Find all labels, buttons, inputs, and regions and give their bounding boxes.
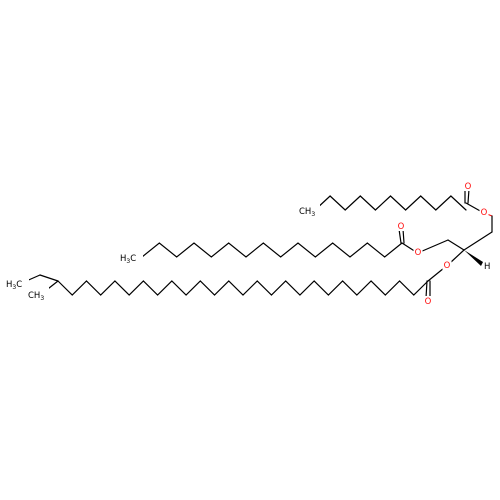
middle-carbonyl-bond-1 bbox=[398, 228, 402, 244]
top-carbonyl-oxygen: O bbox=[465, 182, 472, 192]
stereo-hydrogen-label: H bbox=[484, 262, 490, 272]
middle-o-ch2-bond bbox=[419, 239, 449, 253]
stereo-wedge-bond bbox=[464, 250, 483, 266]
bond-layer bbox=[23, 188, 493, 299]
ch3-middle-label: H3C bbox=[120, 254, 136, 265]
bottom-carbonyl-oxygen: O bbox=[425, 297, 432, 307]
top-acyl-chain bbox=[314, 195, 467, 211]
middle-carbonyl-bond-2 bbox=[402, 228, 405, 244]
middle-carbonyl-oxygen: O bbox=[398, 222, 405, 232]
ch3-methyl-label: CH3 bbox=[28, 291, 44, 302]
top-carbonyl-bond-2 bbox=[467, 188, 470, 204]
glycerol-ch-ch2-bond bbox=[463, 231, 493, 251]
ch3-ethyl-label: H3C bbox=[6, 280, 22, 291]
ch3-top-label: CH3 bbox=[299, 207, 315, 218]
top-ester-c-o-bond bbox=[465, 202, 483, 213]
bottom-carbonyl-bond-1 bbox=[425, 280, 428, 299]
middle-ester-oxygen: O bbox=[415, 248, 422, 258]
top-ester-oxygen: O bbox=[481, 208, 488, 218]
bottom-acyl-chain bbox=[57, 280, 429, 296]
bottom-ester-oxygen: O bbox=[444, 261, 451, 271]
glycerol-ch2-ch-bond bbox=[447, 239, 465, 251]
middle-acyl-chain bbox=[141, 242, 403, 258]
glycerol-ch-o-bond bbox=[449, 249, 465, 264]
branch-ethyl-bond bbox=[39, 274, 59, 282]
bottom-ester-c-o-bond bbox=[427, 267, 445, 282]
